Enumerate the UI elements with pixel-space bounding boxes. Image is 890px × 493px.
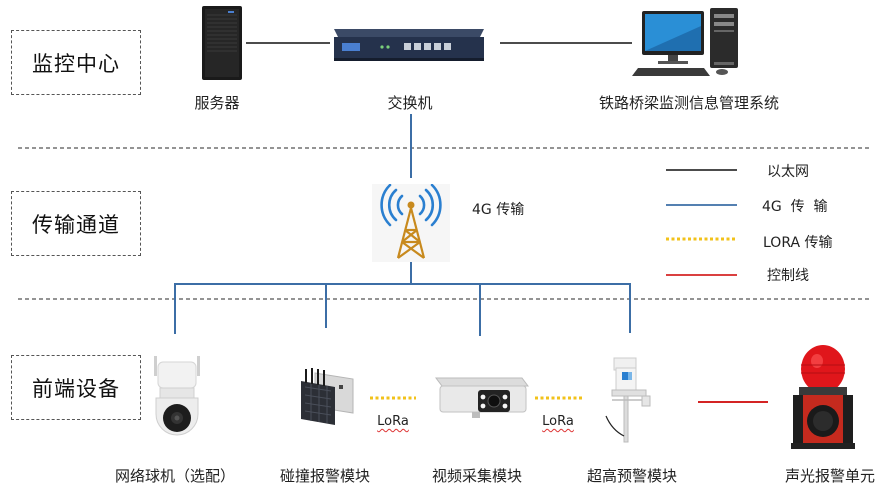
server-icon xyxy=(202,6,242,80)
server-label: 服务器 xyxy=(194,94,240,112)
lora-label-2: LoRa xyxy=(542,414,574,429)
tier-label-monitor-center: 监控中心 xyxy=(11,30,141,95)
legend-label-ethernet: 以太网 xyxy=(767,164,809,180)
collision-module-icon xyxy=(301,368,354,425)
tower-4g-label: 4G 传输 xyxy=(472,202,525,218)
collision-module-label: 碰撞报警模块 xyxy=(279,467,371,485)
alarm-light-icon xyxy=(791,345,855,449)
alarm-unit-label: 声光报警单元 xyxy=(784,467,876,485)
computer-icon xyxy=(632,8,738,76)
video-camera-icon xyxy=(435,377,529,418)
tier-label-transmission: 传输通道 xyxy=(11,191,141,256)
dome-camera-icon xyxy=(154,356,200,436)
cell-tower-icon xyxy=(372,184,450,262)
legend-label-control: 控制线 xyxy=(767,268,809,284)
management-system-label: 铁路桥梁监测信息管理系统 xyxy=(598,94,780,112)
dome-camera-label: 网络球机（选配） xyxy=(114,467,236,485)
video-module-label: 视频采集模块 xyxy=(431,467,523,485)
tier-label-front-end: 前端设备 xyxy=(11,355,141,420)
switch-label: 交换机 xyxy=(387,94,433,112)
legend-label-lora: LORA 传输 xyxy=(763,235,833,251)
overheight-sensor-icon xyxy=(605,357,651,443)
overheight-module-label: 超高预警模块 xyxy=(586,467,678,485)
switch-icon xyxy=(334,29,484,61)
lora-label-1: LoRa xyxy=(377,414,409,429)
legend-label-4g: 4G 传 输 xyxy=(762,199,828,215)
